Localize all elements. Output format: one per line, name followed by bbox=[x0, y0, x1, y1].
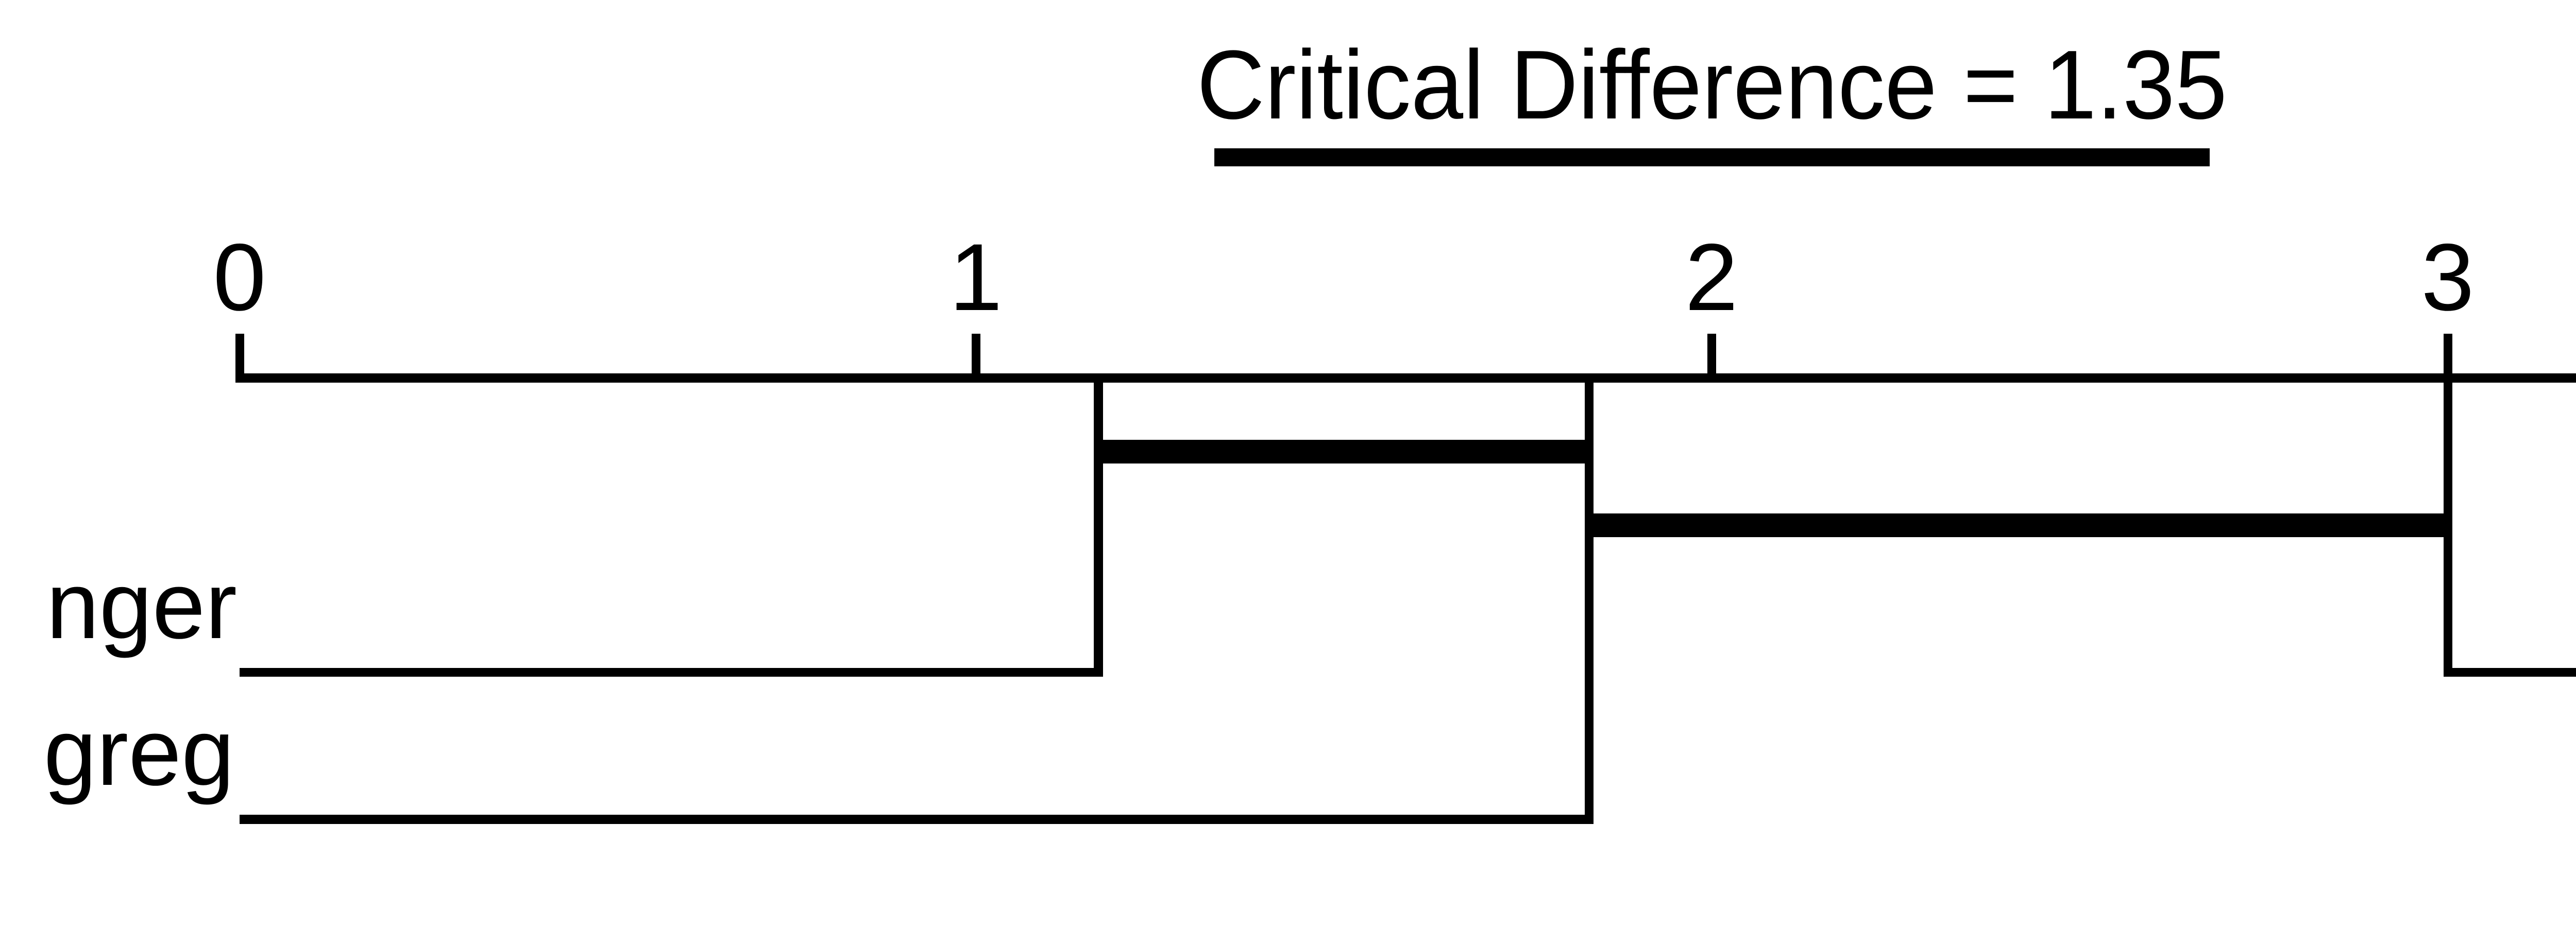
tick-3 bbox=[2444, 334, 2452, 383]
method-left-2-vertical bbox=[1585, 378, 1594, 824]
method-right-1-vertical bbox=[2444, 378, 2452, 677]
method-left-2-label: greg bbox=[44, 699, 234, 805]
tick-label-0: 0 bbox=[213, 225, 266, 331]
method-right-1: featureless bbox=[2444, 378, 2576, 677]
clique-bar-2 bbox=[1585, 513, 2452, 537]
method-left-1: nger bbox=[46, 378, 1103, 677]
axis-ticks bbox=[235, 334, 2452, 383]
method-left-1-horizontal bbox=[240, 668, 1103, 677]
tick-label-2: 2 bbox=[1685, 225, 1738, 331]
method-right-1-horizontal bbox=[2448, 668, 2576, 677]
tick-2 bbox=[1707, 334, 1716, 383]
critical-difference-bar bbox=[1214, 148, 2210, 166]
tick-label-3: 3 bbox=[2421, 225, 2475, 331]
tick-1 bbox=[972, 334, 980, 383]
method-left-1-vertical bbox=[1094, 378, 1103, 677]
chart-title: Critical Difference = 1.35 bbox=[1197, 30, 2227, 140]
tick-label-1: 1 bbox=[950, 225, 1003, 331]
tick-0 bbox=[235, 334, 244, 383]
method-left-1-label: nger bbox=[46, 553, 237, 659]
method-left-2: greg bbox=[44, 378, 1594, 824]
rank-axis-line bbox=[240, 373, 2576, 383]
method-left-2-horizontal bbox=[240, 815, 1594, 824]
clique-bar-1 bbox=[1094, 440, 1594, 464]
axis-tick-labels: 0 1 2 3 4 bbox=[213, 225, 2475, 331]
clique-bars bbox=[1094, 440, 2452, 537]
